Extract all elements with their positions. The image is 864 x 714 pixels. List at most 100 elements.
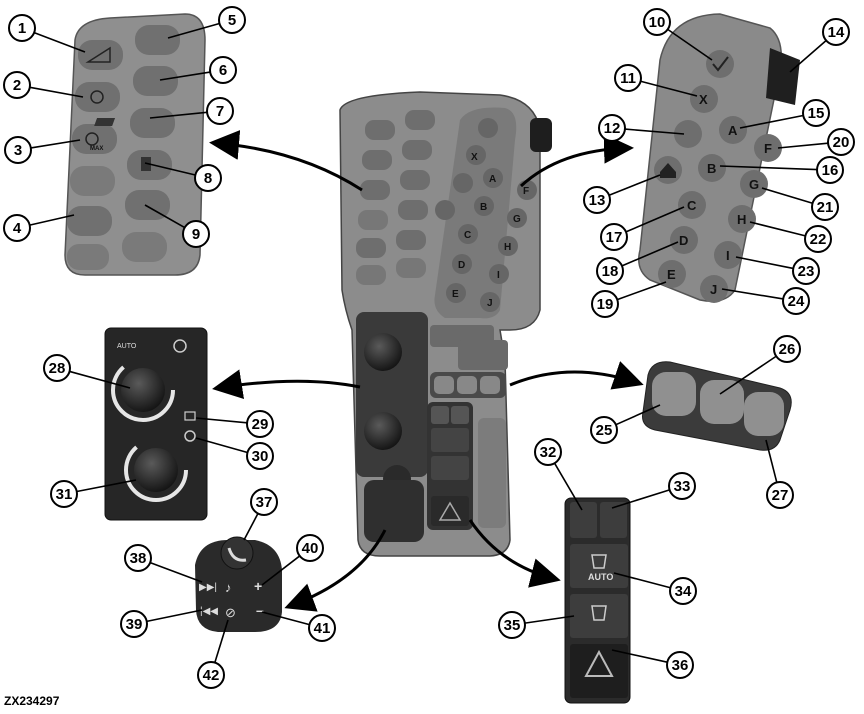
console-btn-3[interactable] <box>360 180 390 200</box>
console-btn-8[interactable] <box>398 200 428 220</box>
steer-button-26[interactable] <box>700 380 744 424</box>
ac-icon <box>184 430 196 442</box>
pad-button-7[interactable] <box>130 108 175 138</box>
callout-number: 29 <box>252 416 269 433</box>
console-key-g[interactable] <box>507 208 527 228</box>
fan-speed-knob[interactable] <box>121 368 165 412</box>
pad-button-2[interactable] <box>75 82 120 112</box>
work-light-front-button[interactable] <box>570 502 597 538</box>
beacon-auto-button[interactable] <box>570 544 628 588</box>
console-key-i-label: I <box>497 270 500 281</box>
callout-28: 28 <box>43 354 71 382</box>
volume-up-icon[interactable]: + <box>254 578 262 594</box>
key-c-17[interactable] <box>678 191 706 219</box>
console-btn-5[interactable] <box>405 110 435 130</box>
callout-circle <box>614 64 642 92</box>
scroll-wheel-14[interactable] <box>766 48 800 105</box>
engine-speed-icon <box>85 132 99 146</box>
pad-button-blank-2[interactable] <box>122 232 167 262</box>
console-key-home[interactable] <box>435 200 455 220</box>
console-light-btn-33[interactable] <box>451 406 469 424</box>
key-check-10[interactable] <box>706 50 734 78</box>
callout-leader-33 <box>611 489 670 509</box>
callout-leader-31 <box>76 479 137 493</box>
phone-button-37[interactable] <box>220 536 254 570</box>
key-e-label: E <box>667 267 676 282</box>
steer-button-27[interactable] <box>744 392 784 436</box>
key-f-20[interactable] <box>754 134 782 162</box>
pad-button-5[interactable] <box>135 25 180 55</box>
console-key-check[interactable] <box>478 118 498 138</box>
console-key-j[interactable] <box>480 292 500 312</box>
console-temp-knob[interactable] <box>364 412 402 450</box>
console-scroll-wheel[interactable] <box>530 118 552 152</box>
console-light-btn-34[interactable] <box>431 428 469 452</box>
console-key-e[interactable] <box>446 283 466 303</box>
key-d-18[interactable] <box>670 226 698 254</box>
console-steer-btn-2[interactable] <box>457 376 477 394</box>
mute-icon[interactable]: ⊘ <box>225 605 236 620</box>
callout-number: 25 <box>596 422 613 439</box>
temperature-knob[interactable] <box>134 448 178 492</box>
console-btn-9[interactable] <box>396 230 426 250</box>
console-steer-btn-3[interactable] <box>480 376 500 394</box>
pad-button-blank-1[interactable] <box>67 244 109 270</box>
callout-number: 18 <box>602 263 619 280</box>
left-switch-pad: MAX <box>64 13 206 276</box>
console-fan-knob[interactable] <box>364 333 402 371</box>
console-key-a[interactable] <box>483 168 503 188</box>
pad-button-3[interactable] <box>72 124 117 154</box>
callout-number: 36 <box>672 657 689 674</box>
console-key-c[interactable] <box>458 224 478 244</box>
volume-down-icon[interactable]: – <box>256 602 264 618</box>
callout-number: 20 <box>833 134 850 151</box>
console-btn-4[interactable] <box>356 238 386 258</box>
callout-number: 6 <box>219 62 227 79</box>
pad-button-4[interactable] <box>67 206 112 236</box>
console-btn-blank-a[interactable] <box>358 210 388 230</box>
lights-panel: AUTO <box>564 497 631 704</box>
hazard-button[interactable] <box>570 644 628 698</box>
callout-circle <box>218 6 246 34</box>
callout-leader-39 <box>146 609 203 623</box>
console-steer-btn-1[interactable] <box>434 376 454 394</box>
console-key-d[interactable] <box>452 254 472 274</box>
console-light-btn-35[interactable] <box>431 456 469 480</box>
console-key-x[interactable] <box>466 145 486 165</box>
key-menu-12[interactable] <box>674 120 702 148</box>
callout-19: 19 <box>591 290 619 318</box>
console-key-h[interactable] <box>498 236 518 256</box>
work-light-rear-button[interactable] <box>600 502 627 538</box>
pad-button-blank-left[interactable] <box>70 166 115 196</box>
console-btn-2[interactable] <box>362 150 392 170</box>
console-btn-blank-c[interactable] <box>396 258 426 278</box>
callout-8: 8 <box>194 164 222 192</box>
console-btn-blank-b[interactable] <box>356 265 386 285</box>
console-btn-7[interactable] <box>400 170 430 190</box>
console-key-i[interactable] <box>489 264 509 284</box>
beacon-button[interactable] <box>570 594 628 638</box>
console-key-e-label: E <box>452 289 459 300</box>
key-b-16[interactable] <box>698 154 726 182</box>
key-h-22[interactable] <box>728 205 756 233</box>
pad-button-6[interactable] <box>133 66 178 96</box>
callout-circle <box>591 290 619 318</box>
steer-button-25[interactable] <box>652 372 696 416</box>
console-key-b[interactable] <box>474 196 494 216</box>
next-track-icon[interactable]: ▶▶| <box>199 582 217 593</box>
console-key-menu[interactable] <box>453 173 473 193</box>
key-j-24[interactable] <box>700 275 728 303</box>
key-e-19[interactable] <box>658 260 686 288</box>
key-g-21[interactable] <box>740 170 768 198</box>
console-light-btn-32[interactable] <box>431 406 449 424</box>
console-hazard-button[interactable] <box>431 496 469 526</box>
console-btn-6[interactable] <box>402 140 432 160</box>
pad-button-1[interactable] <box>78 40 123 70</box>
callout-leader-21 <box>761 187 813 205</box>
key-x-11[interactable] <box>690 85 718 113</box>
key-i-23[interactable] <box>714 241 742 269</box>
prev-track-icon[interactable]: |◀◀ <box>200 606 218 617</box>
key-a-15[interactable] <box>719 116 747 144</box>
console-btn-1[interactable] <box>365 120 395 140</box>
